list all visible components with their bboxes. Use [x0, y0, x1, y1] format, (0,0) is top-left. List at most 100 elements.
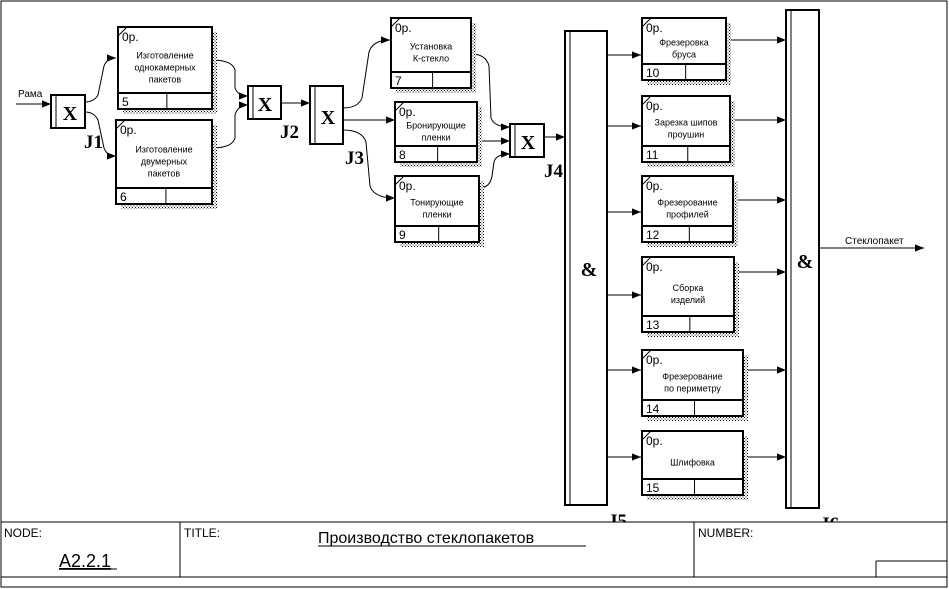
box-label-line: Установка: [410, 42, 453, 52]
box-cost: 0р.: [646, 353, 663, 367]
box-number: 15: [646, 481, 660, 495]
box-frame: [641, 95, 731, 163]
box-corner-mark: [115, 119, 126, 130]
box-number: 10: [646, 66, 660, 80]
box-label-line: однокамерных: [134, 63, 196, 73]
junction-symbol: &: [581, 259, 598, 281]
box-label-line: по периметру: [664, 384, 721, 394]
input-label: Рама: [18, 89, 43, 100]
box-number: 12: [646, 228, 660, 242]
box-label-line: изделий: [671, 295, 705, 305]
junction-symbol: &: [797, 251, 814, 273]
junction-symbol: X: [521, 132, 536, 154]
uob-boxes: 0р.5Изготовлениеоднокамерныхпакетов0р.6И…: [115, 17, 748, 500]
box-corner-mark: [641, 256, 652, 267]
box-label-line: Тонирующие: [410, 198, 463, 208]
box-corner-mark: [641, 175, 652, 186]
box-number: 14: [646, 402, 660, 416]
box-cost: 0р.: [646, 260, 663, 274]
box-corner-mark: [641, 95, 652, 106]
box-frame: [641, 349, 744, 417]
box-label-line: Сборка: [673, 283, 704, 293]
uob-box-12[interactable]: 0р. 12 Фрезерование профилей: [641, 175, 738, 247]
junction-j6[interactable]: &J6: [785, 9, 839, 535]
junction-label: J2: [280, 122, 299, 143]
box-cost: 0р.: [122, 30, 139, 44]
uob-box-14[interactable]: 0р. 14 Фрезерование по периметру: [641, 349, 748, 421]
box-frame: [641, 256, 735, 333]
box-cost: 0р.: [646, 99, 663, 113]
junction-symbol: X: [321, 107, 336, 129]
box-frame: [390, 17, 472, 89]
box-label-line: пленки: [422, 210, 451, 220]
uob-box-13[interactable]: 0р. 13 Сборка изделий: [641, 256, 739, 337]
box-label-line: пакетов: [149, 75, 182, 85]
junction-j2[interactable]: X J2: [247, 85, 299, 143]
box-label-line: проушин: [668, 130, 705, 140]
node-value: A2.2.1: [59, 551, 111, 571]
box-label-line: Изготовление: [135, 145, 192, 155]
box-cost: 0р.: [646, 21, 663, 35]
box-number: 6: [120, 190, 127, 204]
box-number: 13: [646, 318, 660, 332]
box-label-line: Шлифовка: [670, 458, 715, 468]
output-label: Стеклопакет: [845, 236, 904, 247]
footer: NODE: A2.2.1 TITLE: Производство стеклоп…: [0, 521, 948, 588]
junction-frame: [50, 94, 86, 129]
box-corner-mark: [641, 17, 652, 28]
junction-j5[interactable]: &J5: [564, 30, 627, 532]
box-label-line: профилей: [666, 210, 709, 220]
box-label-line: пакетов: [148, 169, 181, 179]
box-label-line: Бронирующие: [406, 121, 466, 131]
box-frame: [641, 175, 734, 243]
connections: [16, 36, 924, 461]
box-number: 5: [122, 95, 129, 109]
box-frame: [394, 101, 478, 163]
junction-symbol: X: [63, 103, 78, 125]
box-label-line: Фрезерование: [662, 372, 722, 382]
junction-label: J1: [84, 132, 103, 153]
box-frame: [641, 17, 727, 81]
junction-j4[interactable]: X J4: [509, 123, 564, 182]
box-frame: [115, 119, 213, 205]
box-number: 11: [646, 148, 659, 162]
box-label-line: бруса: [672, 50, 696, 60]
box-frame: [394, 175, 480, 243]
junction-j1[interactable]: X J1: [50, 94, 103, 153]
junction-label: J4: [544, 161, 564, 182]
box-cost: 0р.: [120, 123, 137, 137]
junction-symbol: X: [258, 94, 273, 116]
uob-box-10[interactable]: 0р. 10 Фрезеровка бруса: [641, 17, 731, 85]
junction-frame: [509, 123, 545, 158]
box-label-line: Зарезка шипов: [655, 118, 718, 128]
uob-box-11[interactable]: 0р. 11 Зарезка шипов проушин: [641, 95, 735, 167]
box-label-line: пленки: [421, 133, 450, 143]
box-cost: 0р.: [646, 179, 663, 193]
box-corner-mark: [641, 349, 652, 360]
junction-frame: [564, 30, 608, 506]
box-cost: 0р.: [399, 179, 416, 193]
box-label-line: К-стекло: [413, 54, 449, 64]
number-label: NUMBER:: [698, 526, 753, 540]
diagram-title: Производство стеклопакетов: [318, 530, 534, 547]
box-number: 7: [395, 74, 402, 88]
box-number: 9: [399, 228, 406, 242]
node-label: NODE:: [4, 526, 42, 540]
box-cost: 0р.: [399, 105, 416, 119]
box-cost: 0р.: [395, 21, 412, 35]
box-corner-mark: [394, 101, 405, 112]
box-label-line: Фрезерование: [657, 198, 717, 208]
junction-j3[interactable]: XJ3: [309, 85, 364, 169]
box-corner-mark: [394, 175, 405, 186]
box-label-line: Фрезеровка: [659, 38, 709, 48]
title-label: TITLE:: [184, 526, 220, 540]
uob-box-9[interactable]: 0р. 9 Тонирующие пленки: [394, 175, 484, 247]
